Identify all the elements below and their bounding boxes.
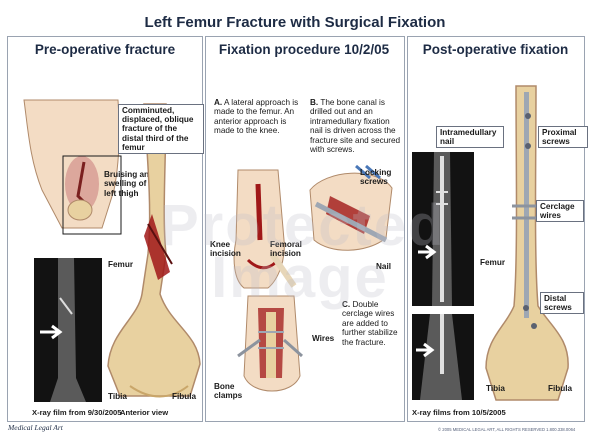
label-locking-screws: Locking screws [360,168,392,187]
step-b-letter: B. [310,98,319,107]
label-nail: Nail [376,262,392,271]
callout-fracture: Comminuted, displaced, oblique fracture … [118,104,204,155]
step-a-illustration [233,169,297,289]
label-tibia-post: Tibia [486,384,505,393]
step-c-illustration [237,295,303,392]
xray-post-upper [412,152,474,306]
label-bone-clamps: Bone clamps [214,382,243,401]
page-title: Left Femur Fracture with Surgical Fixati… [144,14,446,31]
step-a-text: A. A lateral approach is made to the fem… [214,98,306,136]
pre-femur-illustration [107,103,201,398]
step-c-body: Double cerclage wires are added to furth… [342,300,398,347]
label-cerclage-wires: Cerclage wires [536,200,584,223]
panel-frame-pre [7,36,203,422]
label-intramedullary-nail: Intramedullary nail [436,126,504,149]
panel-frame-procedure [205,36,405,422]
step-b-illustration [309,164,393,251]
label-fibula-pre: Fibula [172,392,197,401]
caption-anterior-view: Anterior view [120,408,169,417]
xray-post-lower [412,314,474,400]
label-fibula-post: Fibula [548,384,573,393]
caption-xray-post: X-ray films from 10/5/2005 [412,408,506,417]
thigh-skin-illustration [23,99,120,229]
step-c-letter: C. [342,300,351,309]
panel-title-pre: Pre-operative fracture [34,42,176,57]
panel-title-procedure: Fixation procedure 10/2/05 [218,42,390,57]
label-femoral-incision: Femoral incision [270,240,302,259]
label-distal-screws: Distal screws [540,292,584,315]
label-femur-post: Femur [480,258,506,267]
footer-logo: Medical Legal Art [8,423,63,432]
label-knee-incision: Knee incision [210,240,241,259]
zoom-box-pre [62,155,122,235]
step-a-body: A lateral approach is made to the femur.… [214,98,299,136]
label-femur-pre: Femur [108,260,134,269]
step-a-letter: A. [214,98,223,107]
panel-frame-post [407,36,585,422]
post-femur-illustration [485,85,569,401]
footer-copyright: © 2005 MEDICAL LEGAL ART, ALL RIGHTS RES… [438,427,576,432]
label-tibia-pre: Tibia [108,392,127,401]
step-b-body: The bone canal is drilled out and an int… [310,98,401,155]
label-bruising: Bruising and swelling of the left thigh [104,170,161,198]
label-wires: Wires [312,334,335,343]
panel-title-post: Post-operative fixation [422,42,569,57]
step-b-text: B. The bone canal is drilled out and an … [310,98,402,154]
step-c-text: C. Double cerclage wires are added to fu… [342,300,400,347]
caption-xray-pre: X-ray film from 9/30/2005 [32,408,122,417]
label-proximal-screws: Proximal screws [538,126,588,149]
xray-pre [34,258,102,402]
